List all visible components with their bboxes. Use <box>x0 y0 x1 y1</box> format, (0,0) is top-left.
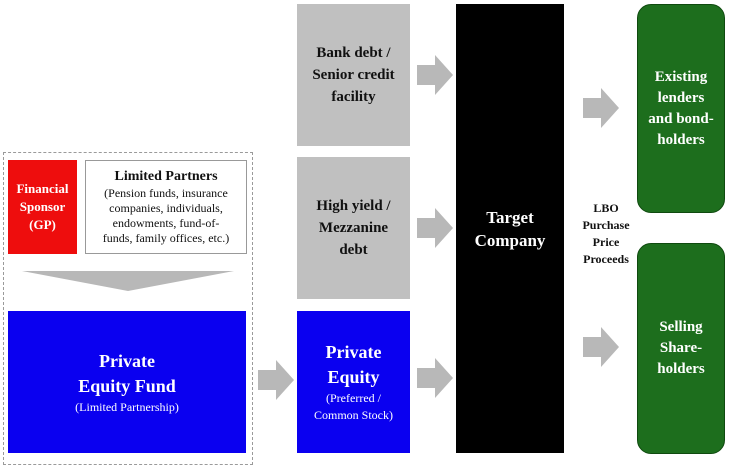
arrow-right-icon <box>583 327 619 367</box>
target-company-line-2: Company <box>474 230 546 250</box>
bank-debt-box: Bank debt / Senior credit facility <box>297 4 410 146</box>
selling-shareholders-line-3: holders <box>657 361 705 377</box>
target-company-line-1: Target <box>486 207 534 227</box>
existing-lenders-line-1: Existing <box>654 68 708 85</box>
selling-shareholders-line-2: Share- <box>659 340 703 356</box>
down-arrow-icon <box>22 271 234 291</box>
high-yield-line-1: High yield / <box>316 198 391 214</box>
target-company-box: Target Company <box>456 4 564 453</box>
fund-subtitle: (Limited Partnership) <box>75 399 179 414</box>
fund-group-container <box>3 152 253 465</box>
arrow-right-icon <box>417 358 453 398</box>
sponsor-line-3: (GP) <box>29 217 56 232</box>
existing-lenders-line-3: and bond- <box>648 110 714 127</box>
private-equity-title-1: Private <box>325 342 382 362</box>
high-yield-line-3: debt <box>339 242 368 258</box>
private-equity-box: Private Equity (Preferred / Common Stock… <box>297 311 410 453</box>
sponsor-line-2: Sponsor <box>19 199 66 214</box>
limited-partners-line-4: funds, family offices, etc.) <box>102 231 230 245</box>
arrow-right-icon <box>583 88 619 128</box>
lbo-label-line-1: LBO <box>593 201 619 215</box>
selling-shareholders-box: Selling Share- holders <box>637 243 725 454</box>
bank-debt-line-3: facility <box>331 89 376 105</box>
private-equity-fund-box: Private Equity Fund (Limited Partnership… <box>8 311 246 453</box>
limited-partners-line-3: endowments, fund-of- <box>112 216 220 230</box>
existing-lenders-line-2: lenders <box>657 89 705 106</box>
lbo-label-line-2: Purchase <box>582 218 630 232</box>
existing-lenders-line-4: holders <box>657 131 705 148</box>
lbo-label-line-3: Price <box>592 235 620 249</box>
bank-debt-line-2: Senior credit <box>312 67 395 83</box>
financial-sponsor-box: Financial Sponsor (GP) <box>8 160 77 254</box>
lbo-label-line-4: Proceeds <box>583 252 629 266</box>
selling-shareholders-line-1: Selling <box>659 319 703 335</box>
fund-title-2: Equity Fund <box>78 375 176 396</box>
fund-title-1: Private <box>99 350 155 371</box>
private-equity-title-2: Equity <box>327 367 380 387</box>
sponsor-line-1: Financial <box>16 181 69 196</box>
arrow-right-icon <box>258 360 294 400</box>
limited-partners-box: Limited Partners (Pension funds, insuran… <box>85 160 247 254</box>
bank-debt-line-1: Bank debt / <box>316 45 391 61</box>
limited-partners-title: Limited Partners <box>114 169 218 184</box>
limited-partners-line-1: (Pension funds, insurance <box>104 186 228 200</box>
arrow-right-icon <box>417 55 453 95</box>
high-yield-box: High yield / Mezzanine debt <box>297 157 410 299</box>
lbo-proceeds-label: LBO Purchase Price Proceeds <box>573 200 639 268</box>
existing-lenders-box: Existing lenders and bond- holders <box>637 4 725 213</box>
high-yield-line-2: Mezzanine <box>318 220 389 236</box>
limited-partners-line-2: companies, individuals, <box>109 201 223 215</box>
private-equity-sub-2: Common Stock) <box>313 408 393 422</box>
arrow-right-icon <box>417 208 453 248</box>
private-equity-sub-1: (Preferred / <box>326 391 381 405</box>
